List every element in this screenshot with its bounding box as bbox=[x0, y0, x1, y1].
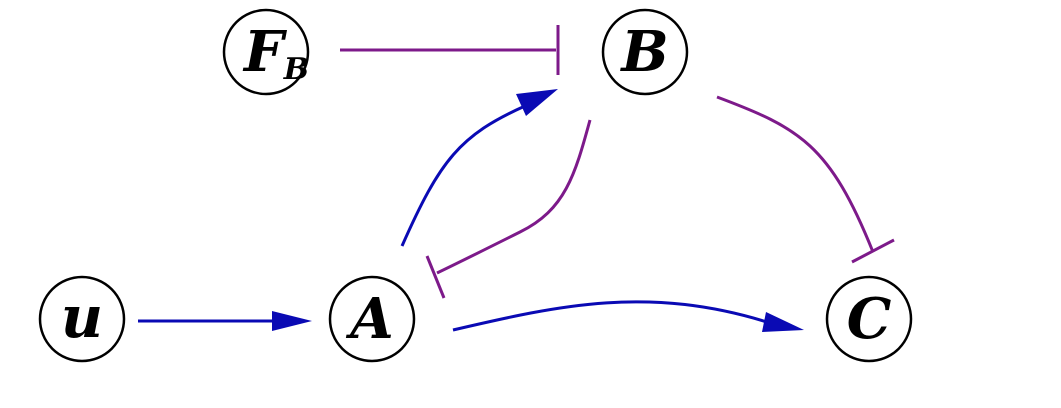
node-c: C bbox=[825, 275, 913, 363]
edges bbox=[138, 25, 895, 332]
node-a-circle bbox=[328, 275, 416, 363]
edge-a-activates-c bbox=[452, 300, 771, 332]
node-c-label: C bbox=[847, 286, 892, 352]
node-b-label: B bbox=[619, 19, 668, 85]
edge-b-inhibits-c-bar bbox=[851, 238, 895, 264]
edge-u-activates-a-arrowhead bbox=[272, 311, 312, 331]
node-a-label: A bbox=[345, 286, 393, 352]
edge-b-inhibits-a bbox=[436, 119, 592, 275]
edge-b-inhibits-c bbox=[716, 95, 875, 253]
node-fb-label: FB bbox=[242, 19, 309, 87]
node-a: A bbox=[328, 275, 416, 363]
edge-b-inhibits-a-bar bbox=[425, 255, 446, 299]
node-fb-circle bbox=[222, 8, 310, 96]
node-u-label: u bbox=[61, 283, 103, 351]
node-c-circle bbox=[825, 275, 913, 363]
edge-a-activates-b-arrowhead bbox=[516, 89, 558, 116]
node-u: u bbox=[38, 275, 126, 363]
node-fb: FB bbox=[222, 8, 310, 96]
node-fb-label-sub: B bbox=[283, 52, 309, 87]
edge-a-activates-c-arrowhead bbox=[762, 312, 804, 332]
node-fb-label-main: F bbox=[242, 19, 288, 85]
node-b-circle bbox=[601, 8, 689, 96]
node-b: B bbox=[601, 8, 689, 96]
node-u-circle bbox=[38, 275, 126, 363]
edge-a-activates-b bbox=[400, 104, 526, 247]
